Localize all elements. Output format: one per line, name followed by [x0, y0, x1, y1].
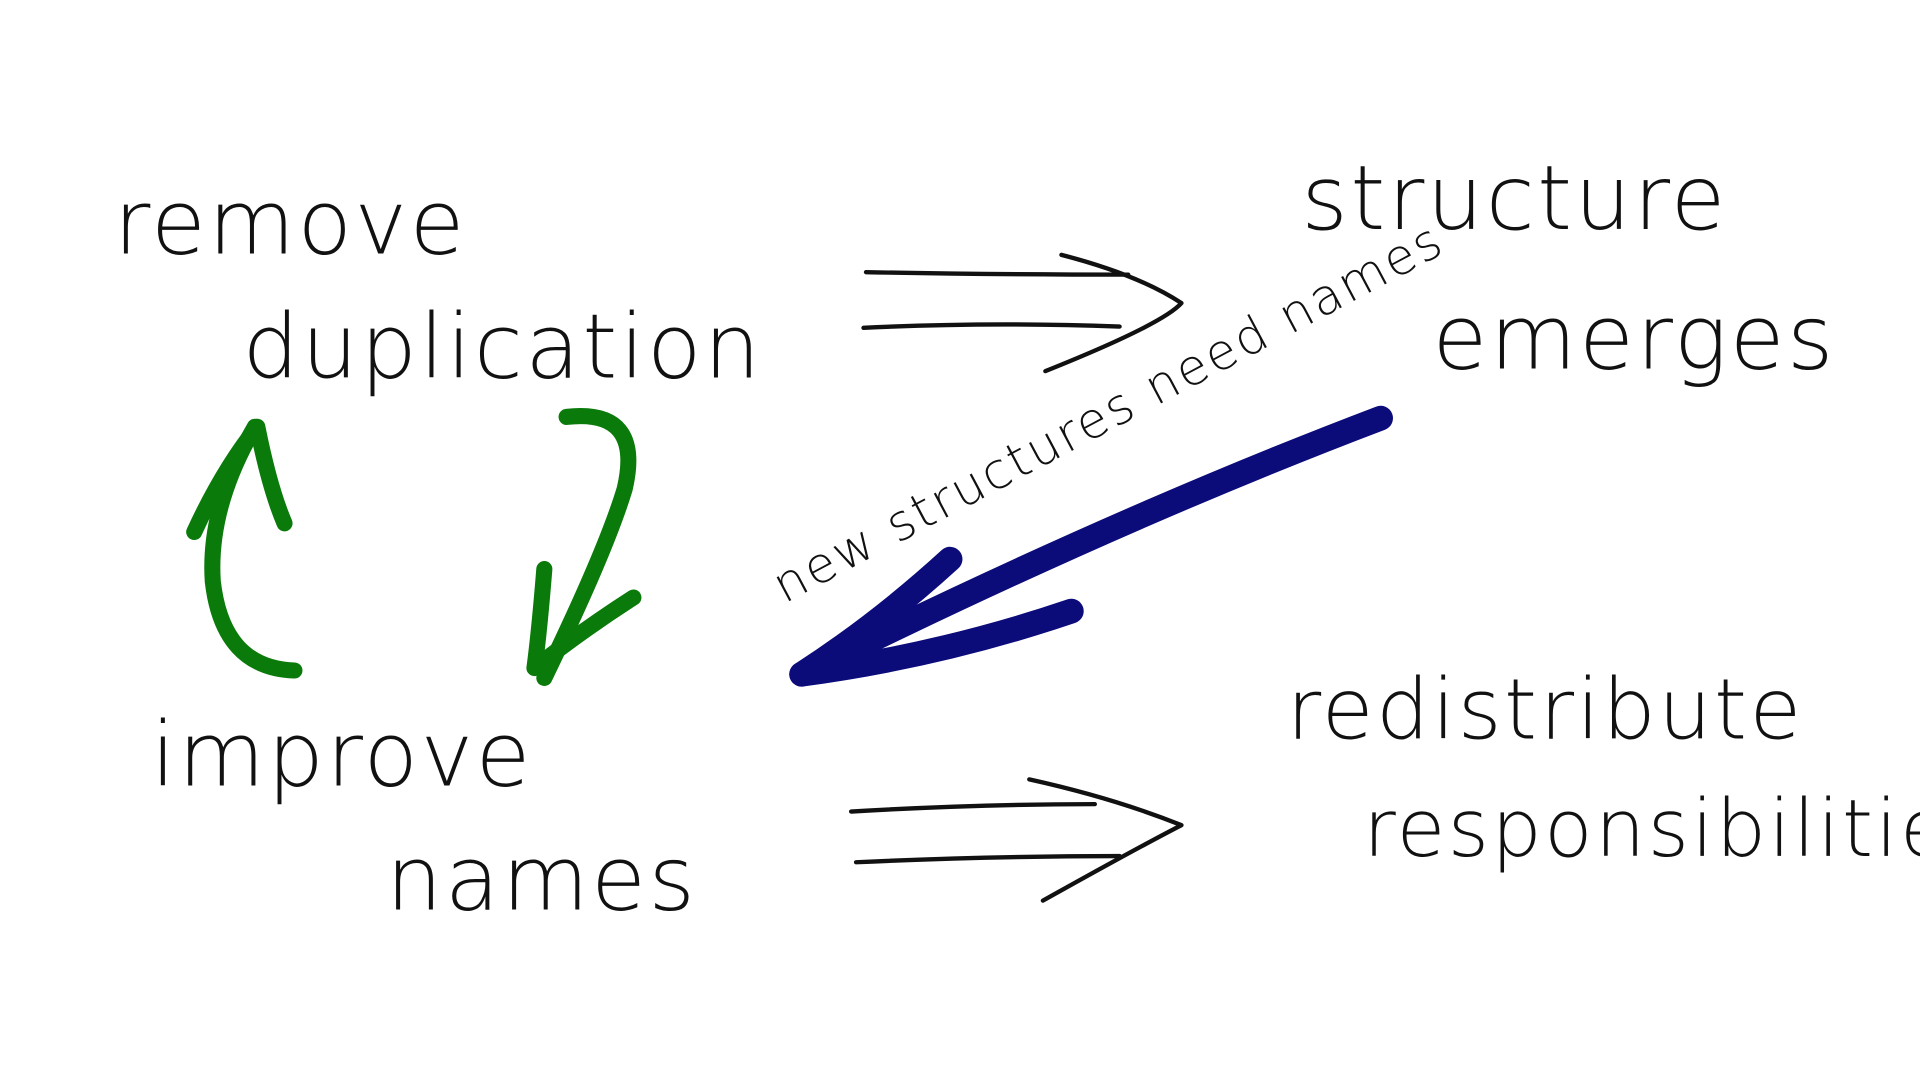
implies-arrow-bottom [848, 777, 1184, 903]
node-remove-duplication: remove duplication [114, 172, 762, 400]
node-text-responsibilities: responsibilities [1363, 783, 1920, 875]
node-text-redistribute: redistribute [1287, 661, 1804, 759]
node-structure-emerges: structure emerges [1301, 147, 1836, 391]
implies-arrow-top [861, 252, 1184, 374]
node-text-structure: structure [1301, 147, 1727, 251]
node-text-duplication: duplication [242, 295, 762, 399]
node-redistribute-responsibilities: redistribute responsibilities [1287, 661, 1920, 876]
node-text-remove: remove [114, 172, 467, 276]
cycle-arrow-up [186, 418, 303, 679]
cycle-arrow-down [526, 408, 642, 686]
node-text-emerges: emerges [1433, 287, 1836, 391]
node-text-improve: improve [151, 704, 533, 808]
node-improve-names: improve names [151, 704, 697, 932]
node-text-names: names [386, 827, 697, 931]
feedback-arrow [789, 405, 1393, 687]
